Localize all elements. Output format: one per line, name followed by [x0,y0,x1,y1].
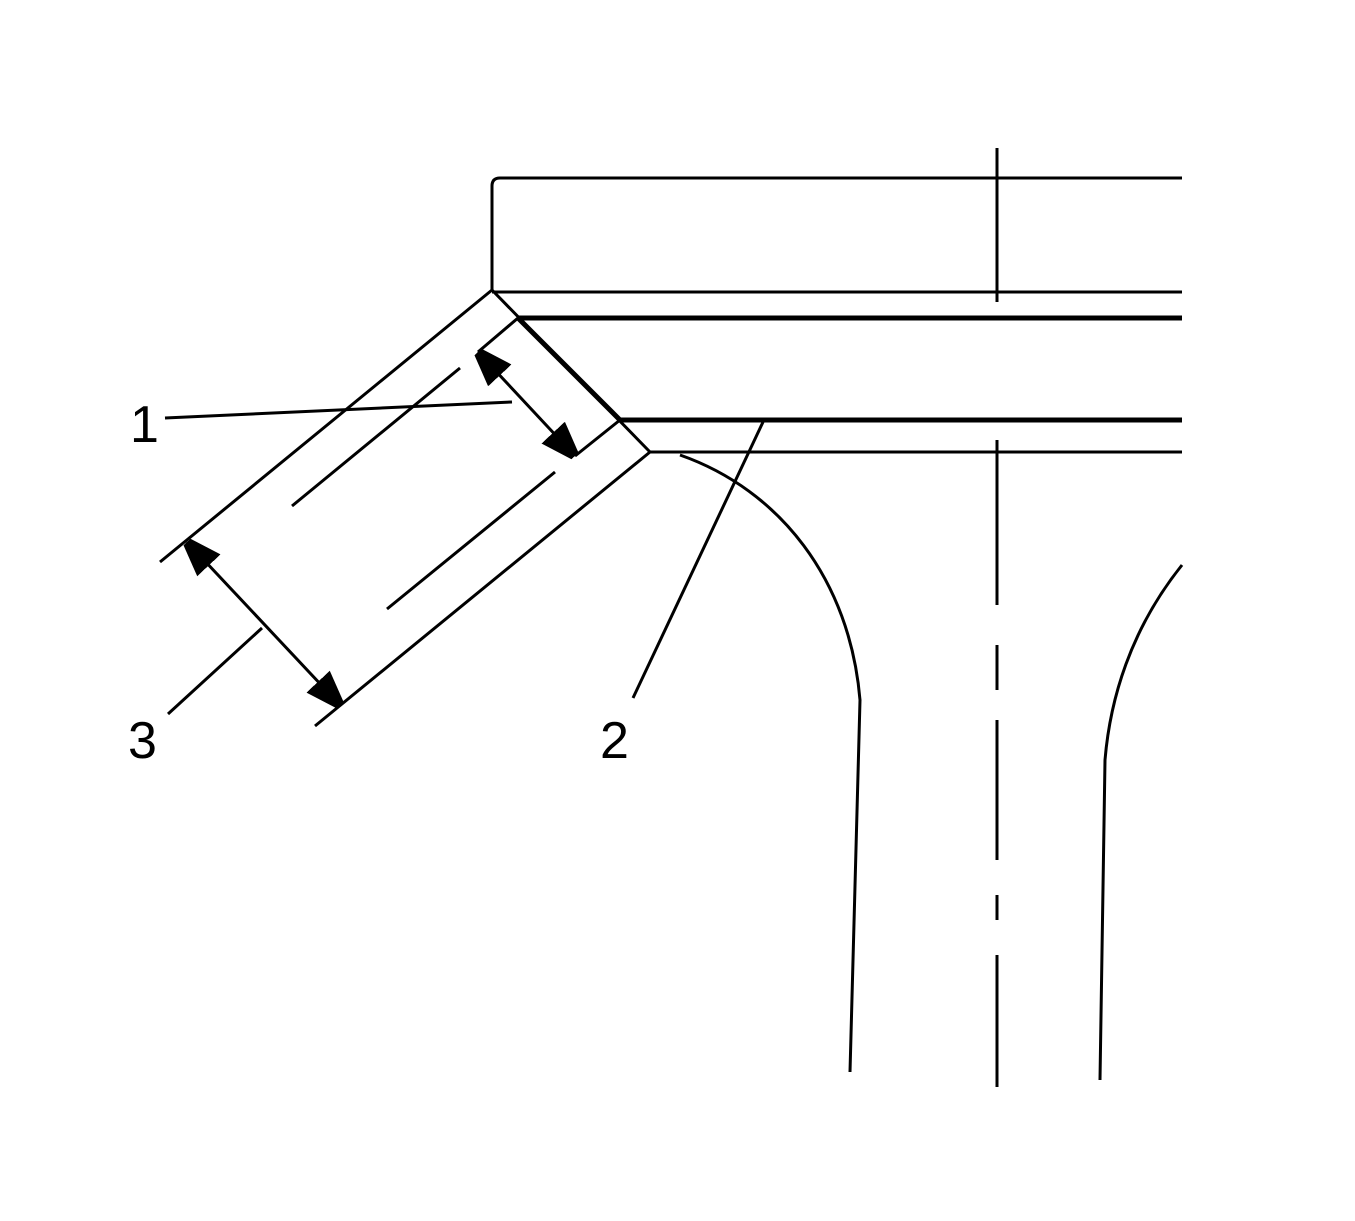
projection-lines [159,288,651,728]
leader-line-2 [631,421,765,699]
callout-label-2: 2 [600,712,629,770]
dimension-arrows [183,348,579,709]
ring-groove-lines [518,315,1182,454]
leader-lines [164,400,765,716]
upper-block [490,176,1182,294]
rod-body [679,453,1184,1081]
chamfer-edges [490,288,652,454]
dimension-arrow-3 [183,538,344,709]
leader-line-1 [164,400,513,420]
leader-line-3 [166,626,264,716]
dimension-arrow-1 [474,348,579,460]
callout-label-1: 1 [130,396,159,454]
callout-label-3: 3 [128,712,157,770]
